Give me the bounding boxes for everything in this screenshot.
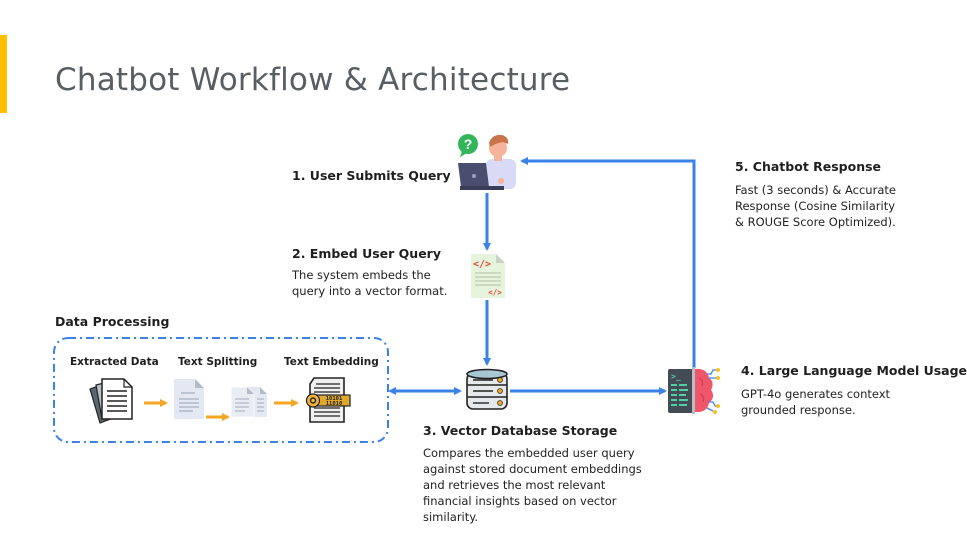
code-document-icon: </> </> — [470, 253, 506, 299]
data-processing-box — [53, 337, 389, 443]
arrow-llm-to-user — [520, 157, 696, 368]
stage-label-text-embedding: Text Embedding — [284, 356, 379, 368]
page-title: Chatbot Workflow & Architecture — [55, 62, 571, 98]
svg-text:10101: 10101 — [326, 396, 343, 402]
user-laptop-question-icon: ? — [456, 133, 518, 191]
svg-text:</>: </> — [488, 288, 502, 297]
stage-label-extracted-data: Extracted Data — [70, 356, 159, 368]
binary-embedding-document-icon: 10101 11010 — [304, 376, 352, 424]
document-stack-icon — [88, 377, 134, 424]
step-5-description: Fast (3 seconds) & Accurate Response (Co… — [735, 183, 896, 229]
accent-bar — [0, 35, 7, 113]
svg-text:11010: 11010 — [326, 401, 343, 407]
svg-text:</>: </> — [473, 259, 491, 270]
svg-text:>_: >_ — [671, 372, 681, 381]
step-1-heading: 1. User Submits Query — [292, 168, 451, 183]
step-2-heading: 2. Embed User Query — [292, 246, 441, 261]
step-4-heading: 4. Large Language Model Usage — [741, 363, 967, 378]
step-2-description: The system embeds the query into a vecto… — [292, 268, 448, 298]
svg-text:?: ? — [464, 136, 473, 152]
split-documents-icon — [230, 386, 268, 418]
step-3-description: Compares the embedded user query against… — [423, 446, 642, 524]
data-processing-heading: Data Processing — [55, 314, 170, 329]
stage-label-text-splitting: Text Splitting — [178, 356, 258, 368]
database-icon — [465, 368, 509, 412]
ai-brain-terminal-icon: >_ — [667, 364, 721, 416]
step-4-description: GPT-4o generates context grounded respon… — [741, 387, 891, 417]
text-document-icon — [173, 378, 205, 420]
step-5-heading: 5. Chatbot Response — [735, 159, 882, 174]
step-3-heading: 3. Vector Database Storage — [423, 423, 618, 438]
